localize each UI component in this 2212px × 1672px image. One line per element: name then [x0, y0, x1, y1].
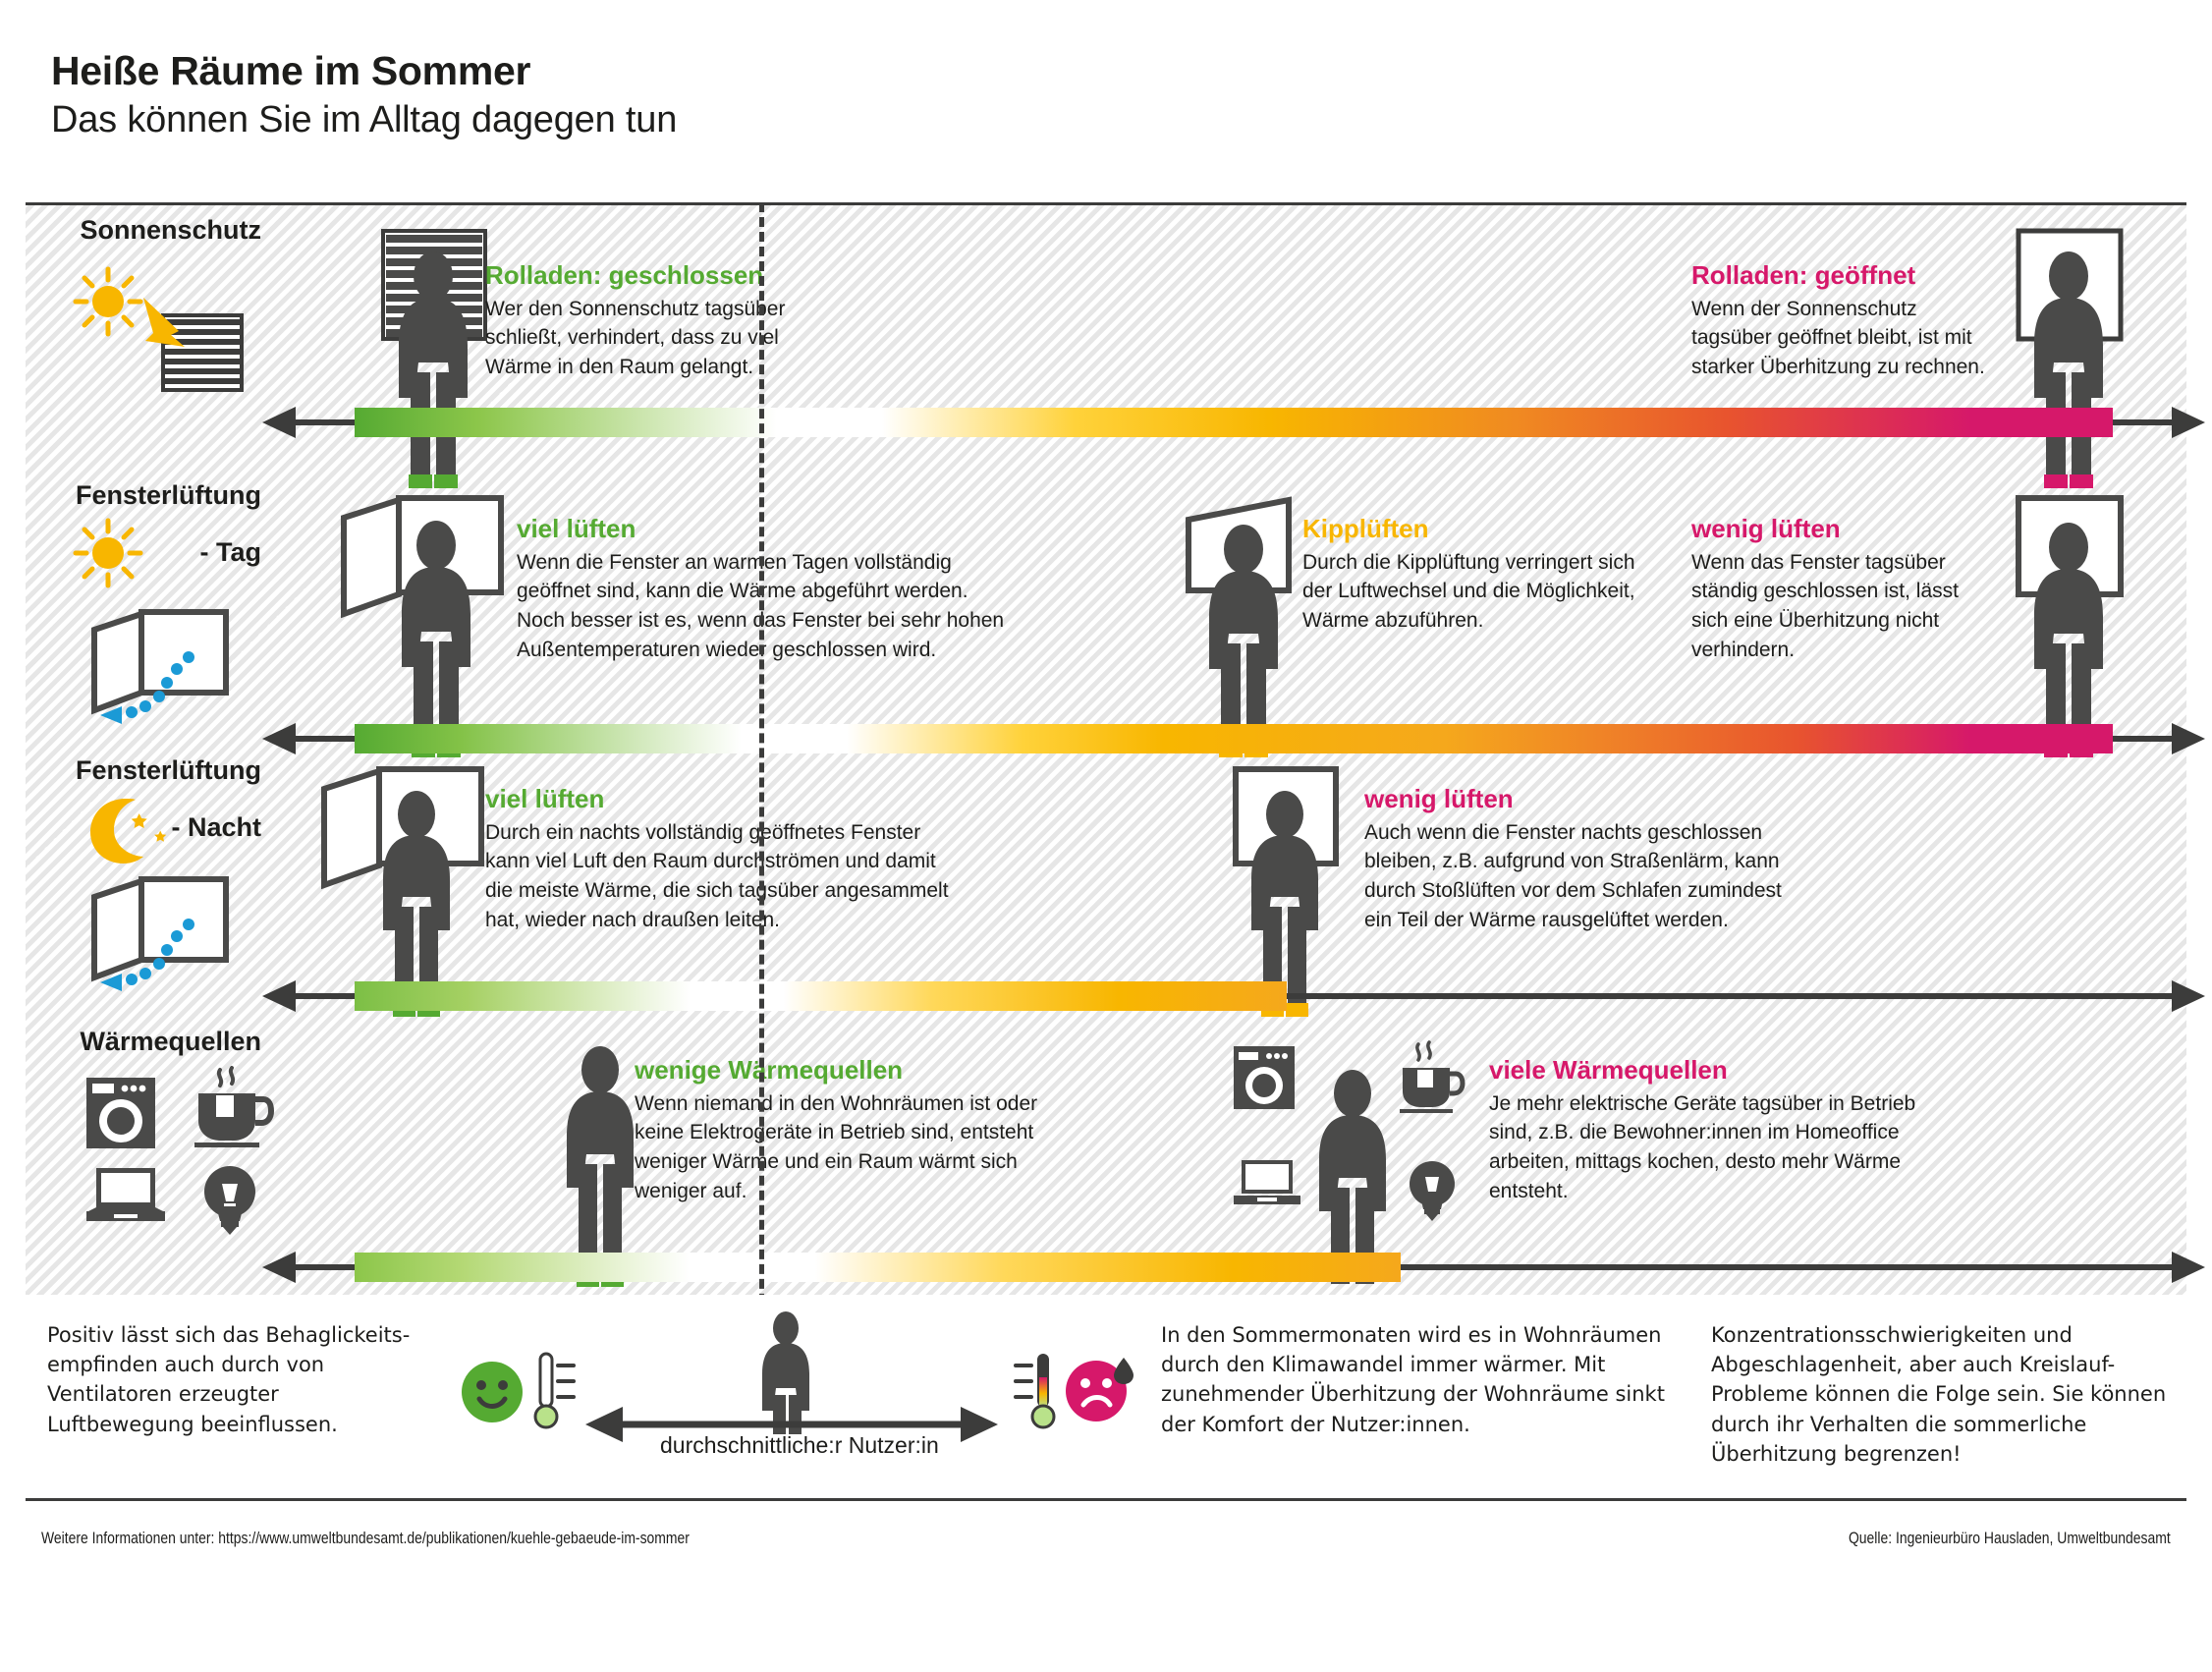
page-title: Heiße Räume im Sommer [51, 48, 531, 93]
axis-arrow-right [2172, 980, 2205, 1012]
textblock-rolladen-geschlossen: Rolladen: geschlossen Wer den Sonnenschu… [485, 261, 809, 382]
textblock-heading: wenig lüften [1364, 784, 1514, 813]
textblock-body: Durch ein nachts vollständig geöffnetes … [485, 820, 949, 932]
textblock-body: Wer den Sonnenschutz tagsüber schließt, … [485, 297, 786, 379]
category-label: Wärmequellen [80, 1027, 261, 1056]
category-label-line2: - Nacht [171, 812, 261, 843]
textblock-viel-lueften-tag: viel lüften Wenn die Fenster an warmen T… [517, 515, 1018, 665]
textblock-heading: wenig lüften [1691, 514, 1841, 543]
person-many-heat-sources [1232, 1031, 1477, 1288]
person-closed-window-night [1222, 763, 1350, 1019]
footer-source: Quelle: Ingenieurbüro Hausladen, Umweltb… [1849, 1529, 2171, 1547]
scale-label: durchschnittliche:r Nutzer:in [660, 1432, 939, 1458]
axis-arrow-left [262, 723, 296, 754]
textblock-viel-lueften-nacht: viel lüften Durch ein nachts vollständig… [485, 785, 957, 935]
row-waermequellen: Wärmequellen [26, 1017, 2205, 1298]
scale-axis-sonnenschutz [262, 407, 2205, 438]
textblock-body: Durch die Kipplüftung verringert sich de… [1302, 550, 1635, 633]
main-panel: Sonnenschutz [26, 202, 2205, 1301]
textblock-heading: wenige Wärmequellen [635, 1055, 904, 1085]
category-fensterlueftung-tag: Fensterlüftung - Tag [35, 480, 261, 569]
category-fensterlueftung-nacht: Fensterlüftung - Nacht [35, 755, 261, 844]
textblock-body: Wenn das Fenster tagsüber ständig geschl… [1691, 550, 1959, 662]
textblock-body: Je mehr elektrische Geräte tagsüber in B… [1489, 1091, 1916, 1203]
category-label-line1: Fensterlüftung [76, 755, 261, 785]
textblock-heading: Rolladen: geschlossen [485, 260, 764, 290]
textblock-wenig-lueften-tag: wenig lüften Wenn das Fenster tagsüber s… [1691, 515, 1986, 665]
smiley-sad-icon [1063, 1354, 1135, 1426]
bottom-left-text: Positiv lässt sich das Behaglickeits-emp… [47, 1323, 411, 1436]
moon-stars-icon [83, 793, 171, 867]
textblock-heading: Rolladen: geöffnet [1691, 260, 1916, 290]
category-label: Sonnenschutz [80, 215, 261, 245]
gradient-bar [355, 981, 1287, 1011]
textblock-heading: viele Wärmequellen [1489, 1055, 1728, 1085]
sun-icon [73, 266, 143, 337]
person-tilt-window-day [1173, 492, 1320, 757]
scale-axis-waermequellen [262, 1252, 2205, 1283]
textblock-heading: viel lüften [485, 784, 605, 813]
hot-cup-icon [191, 1066, 275, 1150]
category-label-line2: - Tag [199, 537, 262, 568]
person-with-open-shutter [2005, 225, 2132, 490]
textblock-body: Wenn niemand in den Wohnräumen ist oder … [635, 1091, 1038, 1203]
category-label-line1: Fensterlüftung [76, 480, 261, 510]
smiley-happy-icon [460, 1360, 525, 1424]
axis-arrow-right [2172, 1252, 2205, 1283]
footer-divider [26, 1498, 2186, 1501]
gradient-bar [355, 408, 2113, 437]
scale-axis-fensterlueftung-tag [262, 723, 2205, 754]
thermometer-hot-icon [1012, 1352, 1059, 1432]
gradient-bar [355, 724, 2113, 753]
textblock-heading: viel lüften [517, 514, 636, 543]
textblock-heading: Kipplüften [1302, 514, 1429, 543]
footer-info-link[interactable]: Weitere Informationen unter: https://www… [41, 1529, 690, 1547]
gradient-bar [355, 1253, 1402, 1282]
axis-arrow-right [2172, 407, 2205, 438]
thermometer-cold-icon [532, 1352, 580, 1432]
open-window-airflow-icon [86, 875, 234, 993]
washing-machine-icon [84, 1076, 157, 1150]
row-fensterlueftung-nacht: Fensterlüftung - Nacht [26, 746, 2205, 1019]
textblock-rolladen-geoeffnet: Rolladen: geöffnet Wenn der Sonnenschutz… [1691, 261, 2001, 382]
axis-arrow-left [262, 1252, 296, 1283]
axis-arrow-left [262, 980, 296, 1012]
bottom-summary-band: Positiv lässt sich das Behaglickeits-emp… [26, 1295, 2186, 1495]
row-sonnenschutz: Sonnenschutz [26, 205, 2205, 488]
row-fensterlueftung-tag: Fensterlüftung - Tag [26, 471, 2205, 757]
open-window-airflow-icon [86, 608, 234, 726]
person-with-closed-shutter [369, 225, 497, 490]
person-closed-window-day [2005, 492, 2132, 757]
category-waermequellen: Wärmequellen [35, 1027, 261, 1057]
bottom-middle-text: In den Sommermonaten wird es in Wohnräum… [1161, 1323, 1665, 1436]
textblock-body: Wenn der Sonnenschutz tagsüber geöffnet … [1691, 297, 1985, 379]
textblock-viele-waermequellen: viele Wärmequellen Je mehr elektrische G… [1489, 1056, 1931, 1206]
comfort-range-arrow [585, 1405, 998, 1444]
page-subtitle: Das können Sie im Alltag dagegen tun [51, 99, 678, 141]
person-icon [748, 1309, 823, 1436]
shutter-icon [141, 296, 249, 404]
bottom-right-text: Konzentrationsschwierigkeiten und Abgesc… [1711, 1323, 2167, 1466]
lightbulb-icon [194, 1162, 265, 1237]
sun-icon [73, 518, 143, 588]
person-open-window-day [338, 492, 520, 757]
axis-arrow-right [2172, 723, 2205, 754]
axis-arrow-left [262, 407, 296, 438]
category-sonnenschutz: Sonnenschutz [35, 215, 261, 246]
scale-axis-fensterlueftung-nacht [262, 980, 2205, 1012]
textblock-body: Auch wenn die Fenster nachts geschlossen… [1364, 820, 1782, 932]
person-open-window-night [318, 763, 500, 1019]
laptop-icon [86, 1166, 165, 1227]
textblock-wenige-waermequellen: wenige Wärmequellen Wenn niemand in den … [635, 1056, 1077, 1206]
textblock-wenig-lueften-nacht: wenig lüften Auch wenn die Fenster nacht… [1364, 785, 1782, 935]
textblock-body: Wenn die Fenster an warmen Tagen vollstä… [517, 550, 1005, 662]
midline-divider [759, 202, 764, 1495]
textblock-kipplueften: Kipplüften Durch die Kipplüftung verring… [1302, 515, 1636, 636]
header: Heiße Räume im Sommer Das können Sie im … [51, 47, 677, 142]
